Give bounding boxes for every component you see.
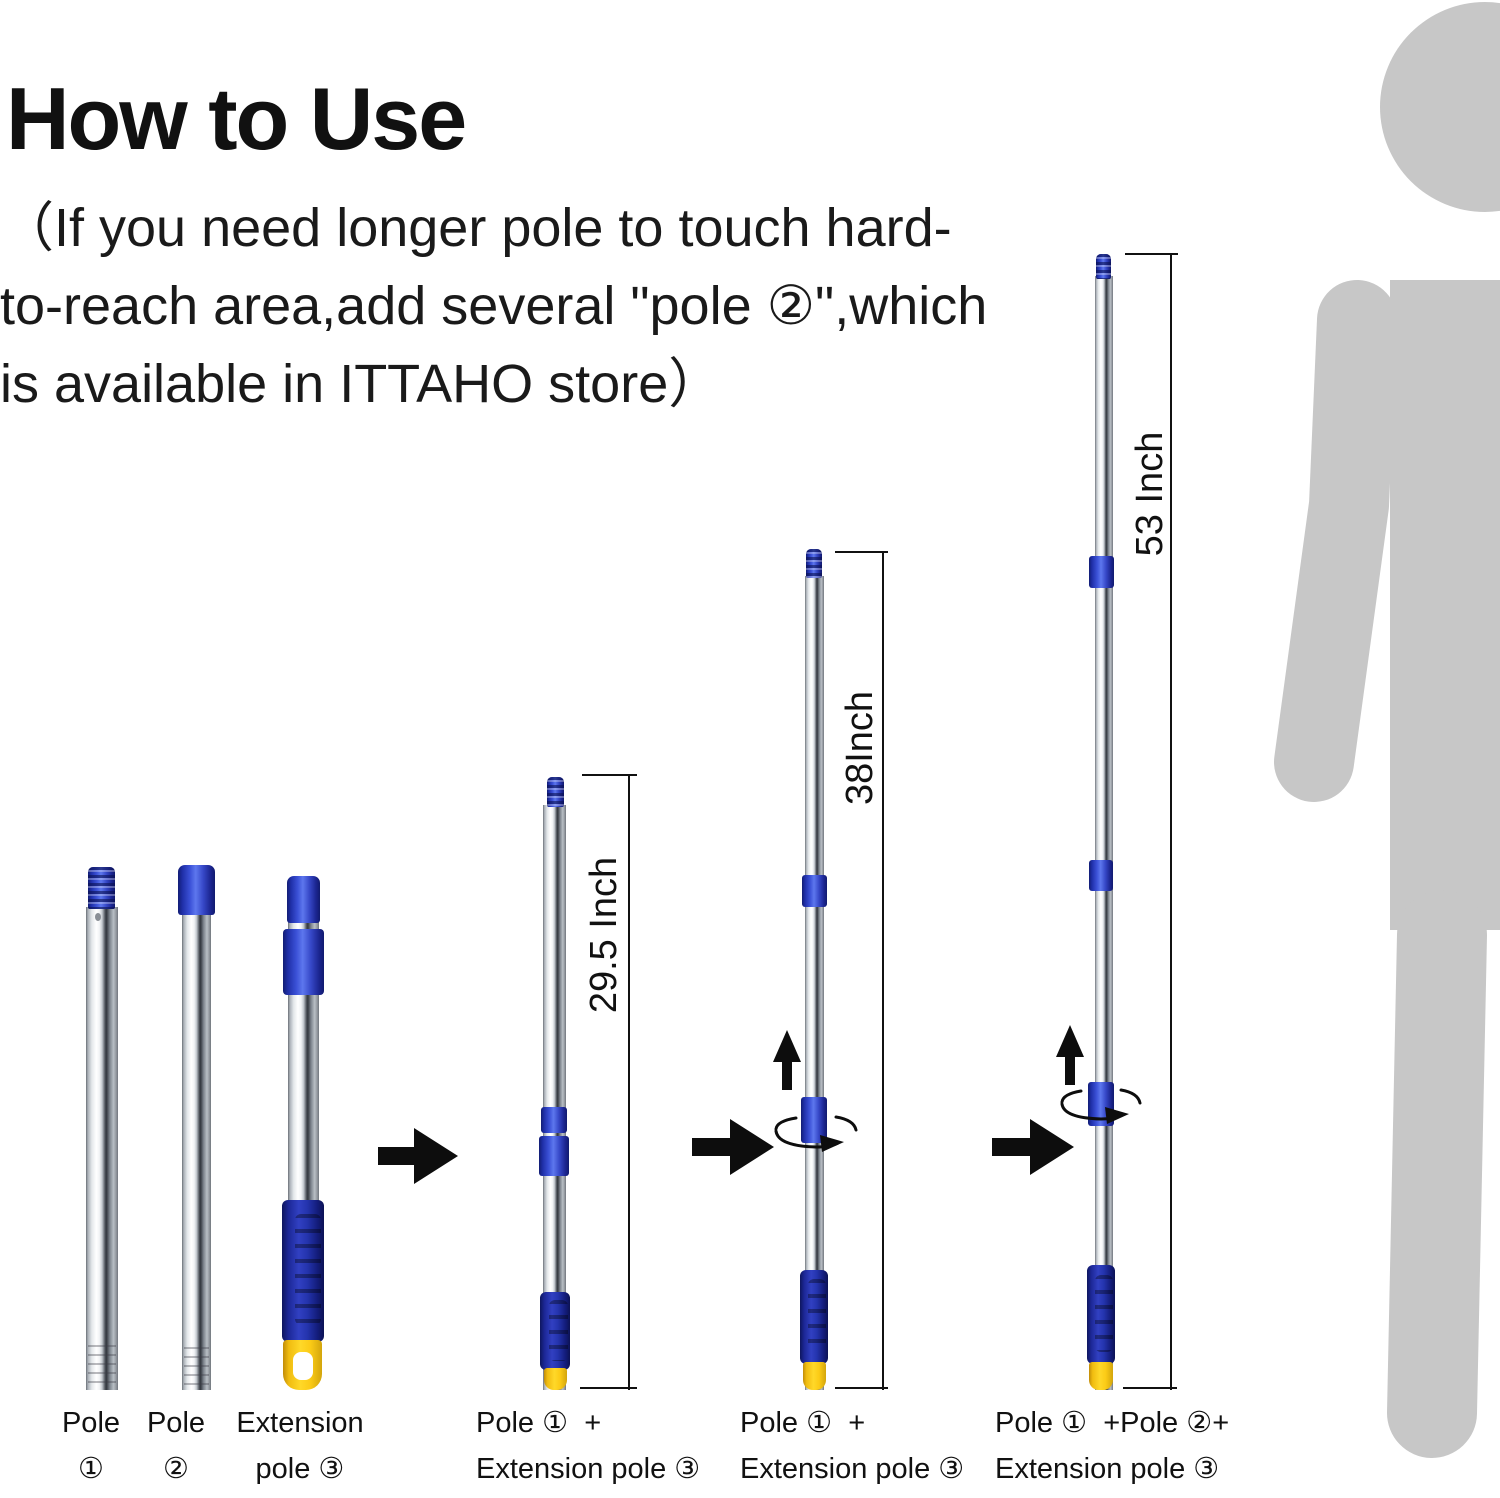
right-arrow-icon-2: [692, 1119, 774, 1175]
combo-1-tip-cap: [544, 1368, 567, 1390]
combo-3-label: Pole ① +Pole ②+Extension pole ③: [995, 1407, 1230, 1485]
combo-2-connector: [801, 1097, 827, 1143]
up-arrow-icon-2: [773, 1030, 801, 1090]
combo-2-tip-cap: [803, 1362, 826, 1390]
up-arrow-icon-3: [1056, 1025, 1084, 1085]
combo-2-grip: [800, 1270, 828, 1364]
combo-3-tip-cap: [1089, 1362, 1113, 1390]
combo-3-grip: [1087, 1265, 1115, 1364]
person-arm: [1274, 280, 1397, 802]
combo-3-thread-tip: [1096, 254, 1111, 279]
extension-pole-hanger-hole: [293, 1352, 313, 1380]
combo-1-label: Pole ① +Extension pole ③: [476, 1407, 701, 1485]
combo-1-thread-tip: [547, 777, 564, 807]
intro-line-1: （If you need longer pole to touch hard-: [0, 198, 952, 258]
intro-line-3: is available in ITTAHO store）: [0, 354, 723, 414]
rotate-arrow-icon-3: [1060, 1088, 1142, 1124]
combo-2-band: [802, 875, 827, 907]
combo-3-band-2: [1089, 860, 1113, 891]
pole-1-hole: [95, 913, 101, 921]
combo-3-band-1: [1089, 556, 1114, 588]
intro-line-2: to-reach area,add several "pole ②",which: [0, 276, 988, 336]
page-title: How to Use: [6, 69, 467, 168]
combo-2-label: Pole ① +Extension pole ③: [740, 1407, 965, 1485]
right-arrow-icon-1: [378, 1128, 458, 1184]
extension-pole-cap: [287, 876, 320, 923]
right-arrow-icon-3: [992, 1119, 1074, 1175]
combo-2-thread-tip: [806, 549, 822, 578]
combo-1-connector-upper: [541, 1107, 567, 1133]
pole-2-cap: [178, 865, 215, 915]
extension-pole-collar: [283, 929, 324, 995]
rotate-arrow-icon-2: [774, 1115, 858, 1152]
person-torso: [1390, 280, 1500, 930]
combo-1-connector-lower: [539, 1136, 569, 1176]
pole-1-thread-tip: [88, 867, 115, 909]
extension-pole-grip: [282, 1200, 324, 1342]
combo-1-grip: [540, 1292, 570, 1370]
person-head: [1380, 2, 1500, 212]
person-leg: [1387, 890, 1487, 1458]
